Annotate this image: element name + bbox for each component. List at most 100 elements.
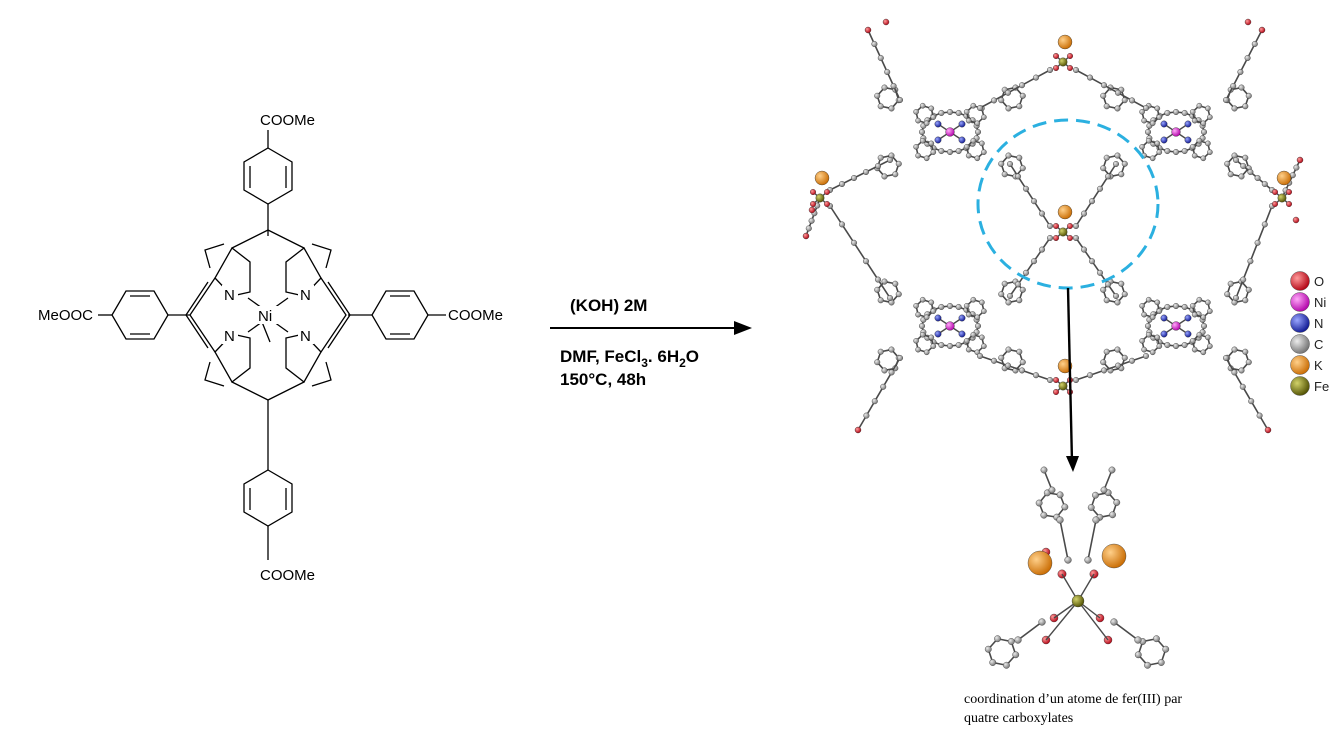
zoom-arrow	[1066, 287, 1074, 463]
atom-c	[851, 174, 858, 181]
atom-c	[1191, 117, 1198, 124]
atom-o	[1285, 200, 1292, 207]
atom-c	[965, 117, 972, 124]
atom-c	[839, 180, 846, 187]
atom-c	[881, 173, 888, 180]
atom-ni	[1171, 321, 1181, 331]
atom-c	[984, 645, 992, 653]
bottom-cooome-label: COOMe	[260, 567, 315, 584]
atom-c	[1149, 314, 1156, 321]
atom-c	[1103, 348, 1110, 355]
atom-c	[871, 398, 878, 405]
atom-c	[888, 105, 895, 112]
atom-c	[1207, 114, 1213, 120]
atom-c	[1038, 246, 1045, 253]
atom-c	[970, 102, 977, 109]
atom-c	[1144, 661, 1151, 669]
atom-n	[1184, 120, 1192, 128]
atom-c	[1121, 160, 1128, 167]
porphyrin-unit	[874, 278, 1026, 374]
atom-c	[1019, 82, 1026, 89]
atom-c	[923, 120, 930, 127]
atom-c	[1207, 149, 1213, 155]
atom-c	[1001, 171, 1008, 178]
atom-c	[965, 311, 972, 318]
atom-c	[1191, 311, 1198, 318]
atom-o	[1052, 377, 1059, 384]
atom-c	[1015, 173, 1022, 180]
atom-n	[934, 136, 942, 144]
atom-c	[1224, 291, 1231, 298]
atom-c	[1164, 109, 1171, 116]
atom-c	[974, 155, 981, 162]
atom-o	[810, 188, 817, 195]
atom-k	[1057, 204, 1073, 220]
crystal-bond	[877, 279, 891, 299]
atom-c	[1242, 297, 1249, 304]
atom-c	[930, 149, 937, 155]
atom-c	[928, 105, 935, 112]
atom-c	[970, 331, 977, 338]
nickel-porphyrin-structure: COOMe COOMe MeOOC	[38, 112, 503, 584]
atom-c	[1189, 109, 1196, 115]
atom-o	[1066, 53, 1073, 60]
atom-o	[1264, 426, 1272, 434]
atom-o	[1296, 156, 1304, 164]
atom-c	[1104, 173, 1111, 180]
atom-c	[1023, 185, 1030, 192]
atom-c	[1191, 346, 1198, 353]
atom-c	[1181, 109, 1188, 116]
atom-c	[874, 359, 881, 366]
atom-c	[975, 323, 982, 330]
atom-c	[888, 369, 895, 376]
atom-o	[882, 18, 890, 26]
atom-c	[1154, 299, 1161, 306]
atom-c	[928, 334, 935, 341]
atom-c	[1100, 367, 1107, 374]
atom-c	[1196, 296, 1203, 303]
atom-c	[897, 96, 904, 103]
atom-c	[1005, 346, 1012, 353]
reaction-arrow: (KOH) 2M DMF, FeCl3. 6H2O 150°C, 48h	[550, 296, 752, 389]
atom-c	[955, 342, 962, 349]
atom-c	[1100, 92, 1107, 99]
crystal-bond	[1103, 469, 1113, 491]
porphyrin-unit	[1100, 278, 1252, 374]
atom-c	[895, 160, 902, 167]
atom-c	[1001, 280, 1008, 287]
atom-c	[1121, 354, 1128, 361]
atom-c	[1114, 152, 1121, 159]
atom-c	[981, 343, 987, 349]
atom-c	[1019, 286, 1026, 293]
atom-c	[1040, 466, 1048, 474]
atom-c	[1189, 338, 1196, 344]
n-atom-1: N	[224, 287, 235, 304]
atom-c	[881, 84, 888, 91]
atom-fe	[1071, 594, 1085, 608]
atom-c	[970, 137, 977, 144]
atom-c	[1016, 348, 1023, 355]
atom-c	[913, 303, 919, 309]
atom-c	[913, 109, 919, 115]
legend-swatch-c	[1290, 334, 1310, 354]
atom-c	[1142, 353, 1149, 360]
legend-label-o: O	[1314, 274, 1324, 289]
atom-c	[998, 160, 1005, 167]
right-aryl-ester: COOMe	[348, 290, 503, 340]
atom-c	[1072, 377, 1079, 384]
atom-c	[1200, 349, 1207, 356]
crystal-bond	[1235, 279, 1244, 299]
atom-c	[1072, 234, 1079, 241]
atom-c	[877, 55, 884, 62]
atom-c	[1154, 334, 1161, 341]
atom-c	[1141, 117, 1147, 124]
atom-c	[965, 152, 972, 159]
atom-c	[881, 367, 888, 374]
atom-c	[1121, 291, 1128, 298]
caption-line-1: coordination d’un atome de fer(III) par	[964, 692, 1182, 707]
atom-c	[1154, 105, 1161, 112]
atom-c	[989, 659, 997, 666]
atom-c	[877, 103, 884, 110]
atom-c	[915, 152, 921, 159]
atom-c	[874, 286, 881, 293]
